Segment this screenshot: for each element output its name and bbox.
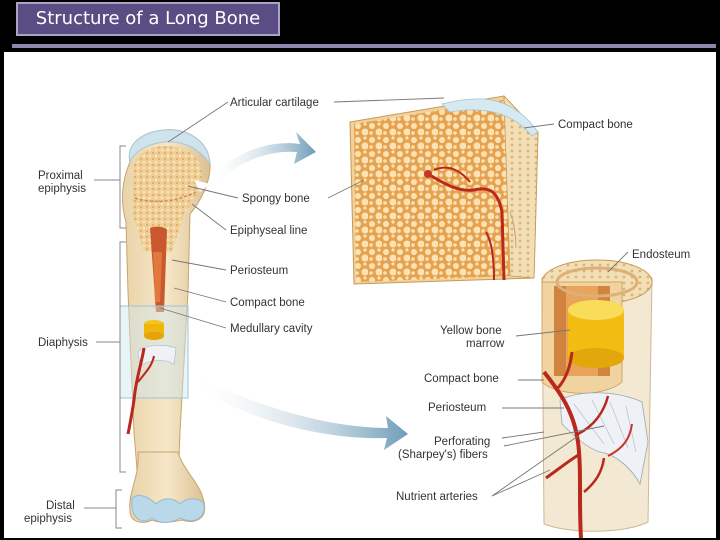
label-compact-bone-shaft: Compact bone bbox=[424, 373, 499, 385]
title-divider bbox=[12, 44, 716, 48]
label-articular-cartilage: Articular cartilage bbox=[230, 97, 319, 109]
label-distal-epiphysis-2: epiphysis bbox=[24, 513, 72, 525]
distal-cartilage-shape bbox=[131, 495, 205, 523]
region-brackets bbox=[84, 145, 126, 529]
label-yellow-bone-marrow-2: marrow bbox=[466, 338, 505, 350]
diaphysis-detail-block bbox=[541, 259, 653, 538]
nutrient-artery-branch-small bbox=[137, 355, 155, 383]
articular-cartilage-shape bbox=[128, 129, 211, 166]
epiphyseal-line-shape bbox=[134, 191, 197, 203]
head-notch bbox=[194, 180, 210, 192]
label-proximal-epiphysis-1: Proximal bbox=[38, 170, 83, 182]
nutrient-artery-small bbox=[126, 347, 146, 435]
long-bone-illustration bbox=[119, 129, 211, 523]
label-nutrient-arteries: Nutrient arteries bbox=[396, 491, 478, 503]
arrow-to-epiphysis-detail bbox=[214, 132, 316, 180]
label-medullary-cavity: Medullary cavity bbox=[230, 323, 313, 335]
label-diaphysis: Diaphysis bbox=[38, 337, 88, 349]
label-periosteum-shaft: Periosteum bbox=[428, 402, 486, 414]
long-bone-diagram: Proximal epiphysis Diaphysis Distal epip… bbox=[24, 94, 690, 538]
epiphysis-detail-block bbox=[349, 94, 539, 285]
medullary-highlight bbox=[153, 252, 162, 302]
arrow-to-diaphysis-detail bbox=[200, 380, 408, 450]
figure-labels: Proximal epiphysis Diaphysis Distal epip… bbox=[24, 97, 690, 525]
leader-lines bbox=[159, 97, 629, 497]
label-periosteum: Periosteum bbox=[230, 265, 288, 277]
figure-panel: Proximal epiphysis Diaphysis Distal epip… bbox=[4, 52, 716, 538]
spongy-bone-region bbox=[132, 146, 202, 252]
periosteum-small-fibers bbox=[137, 345, 177, 367]
label-proximal-epiphysis-2: epiphysis bbox=[38, 183, 86, 195]
label-compact-bone-detail: Compact bone bbox=[558, 119, 633, 131]
label-perforating-fibers-2: (Sharpey's) fibers bbox=[398, 449, 488, 461]
label-endosteum: Endosteum bbox=[632, 249, 690, 261]
label-epiphyseal-line: Epiphyseal line bbox=[230, 225, 307, 237]
label-yellow-bone-marrow-1: Yellow bone bbox=[440, 325, 502, 337]
slide-title: Structure of a Long Bone bbox=[16, 2, 280, 36]
yellow-marrow-small-bottom bbox=[144, 332, 164, 340]
label-perforating-fibers-1: Perforating bbox=[434, 436, 490, 448]
label-compact-bone: Compact bone bbox=[230, 297, 305, 309]
label-distal-epiphysis-1: Distal bbox=[46, 500, 75, 512]
label-spongy-bone: Spongy bone bbox=[242, 193, 310, 205]
